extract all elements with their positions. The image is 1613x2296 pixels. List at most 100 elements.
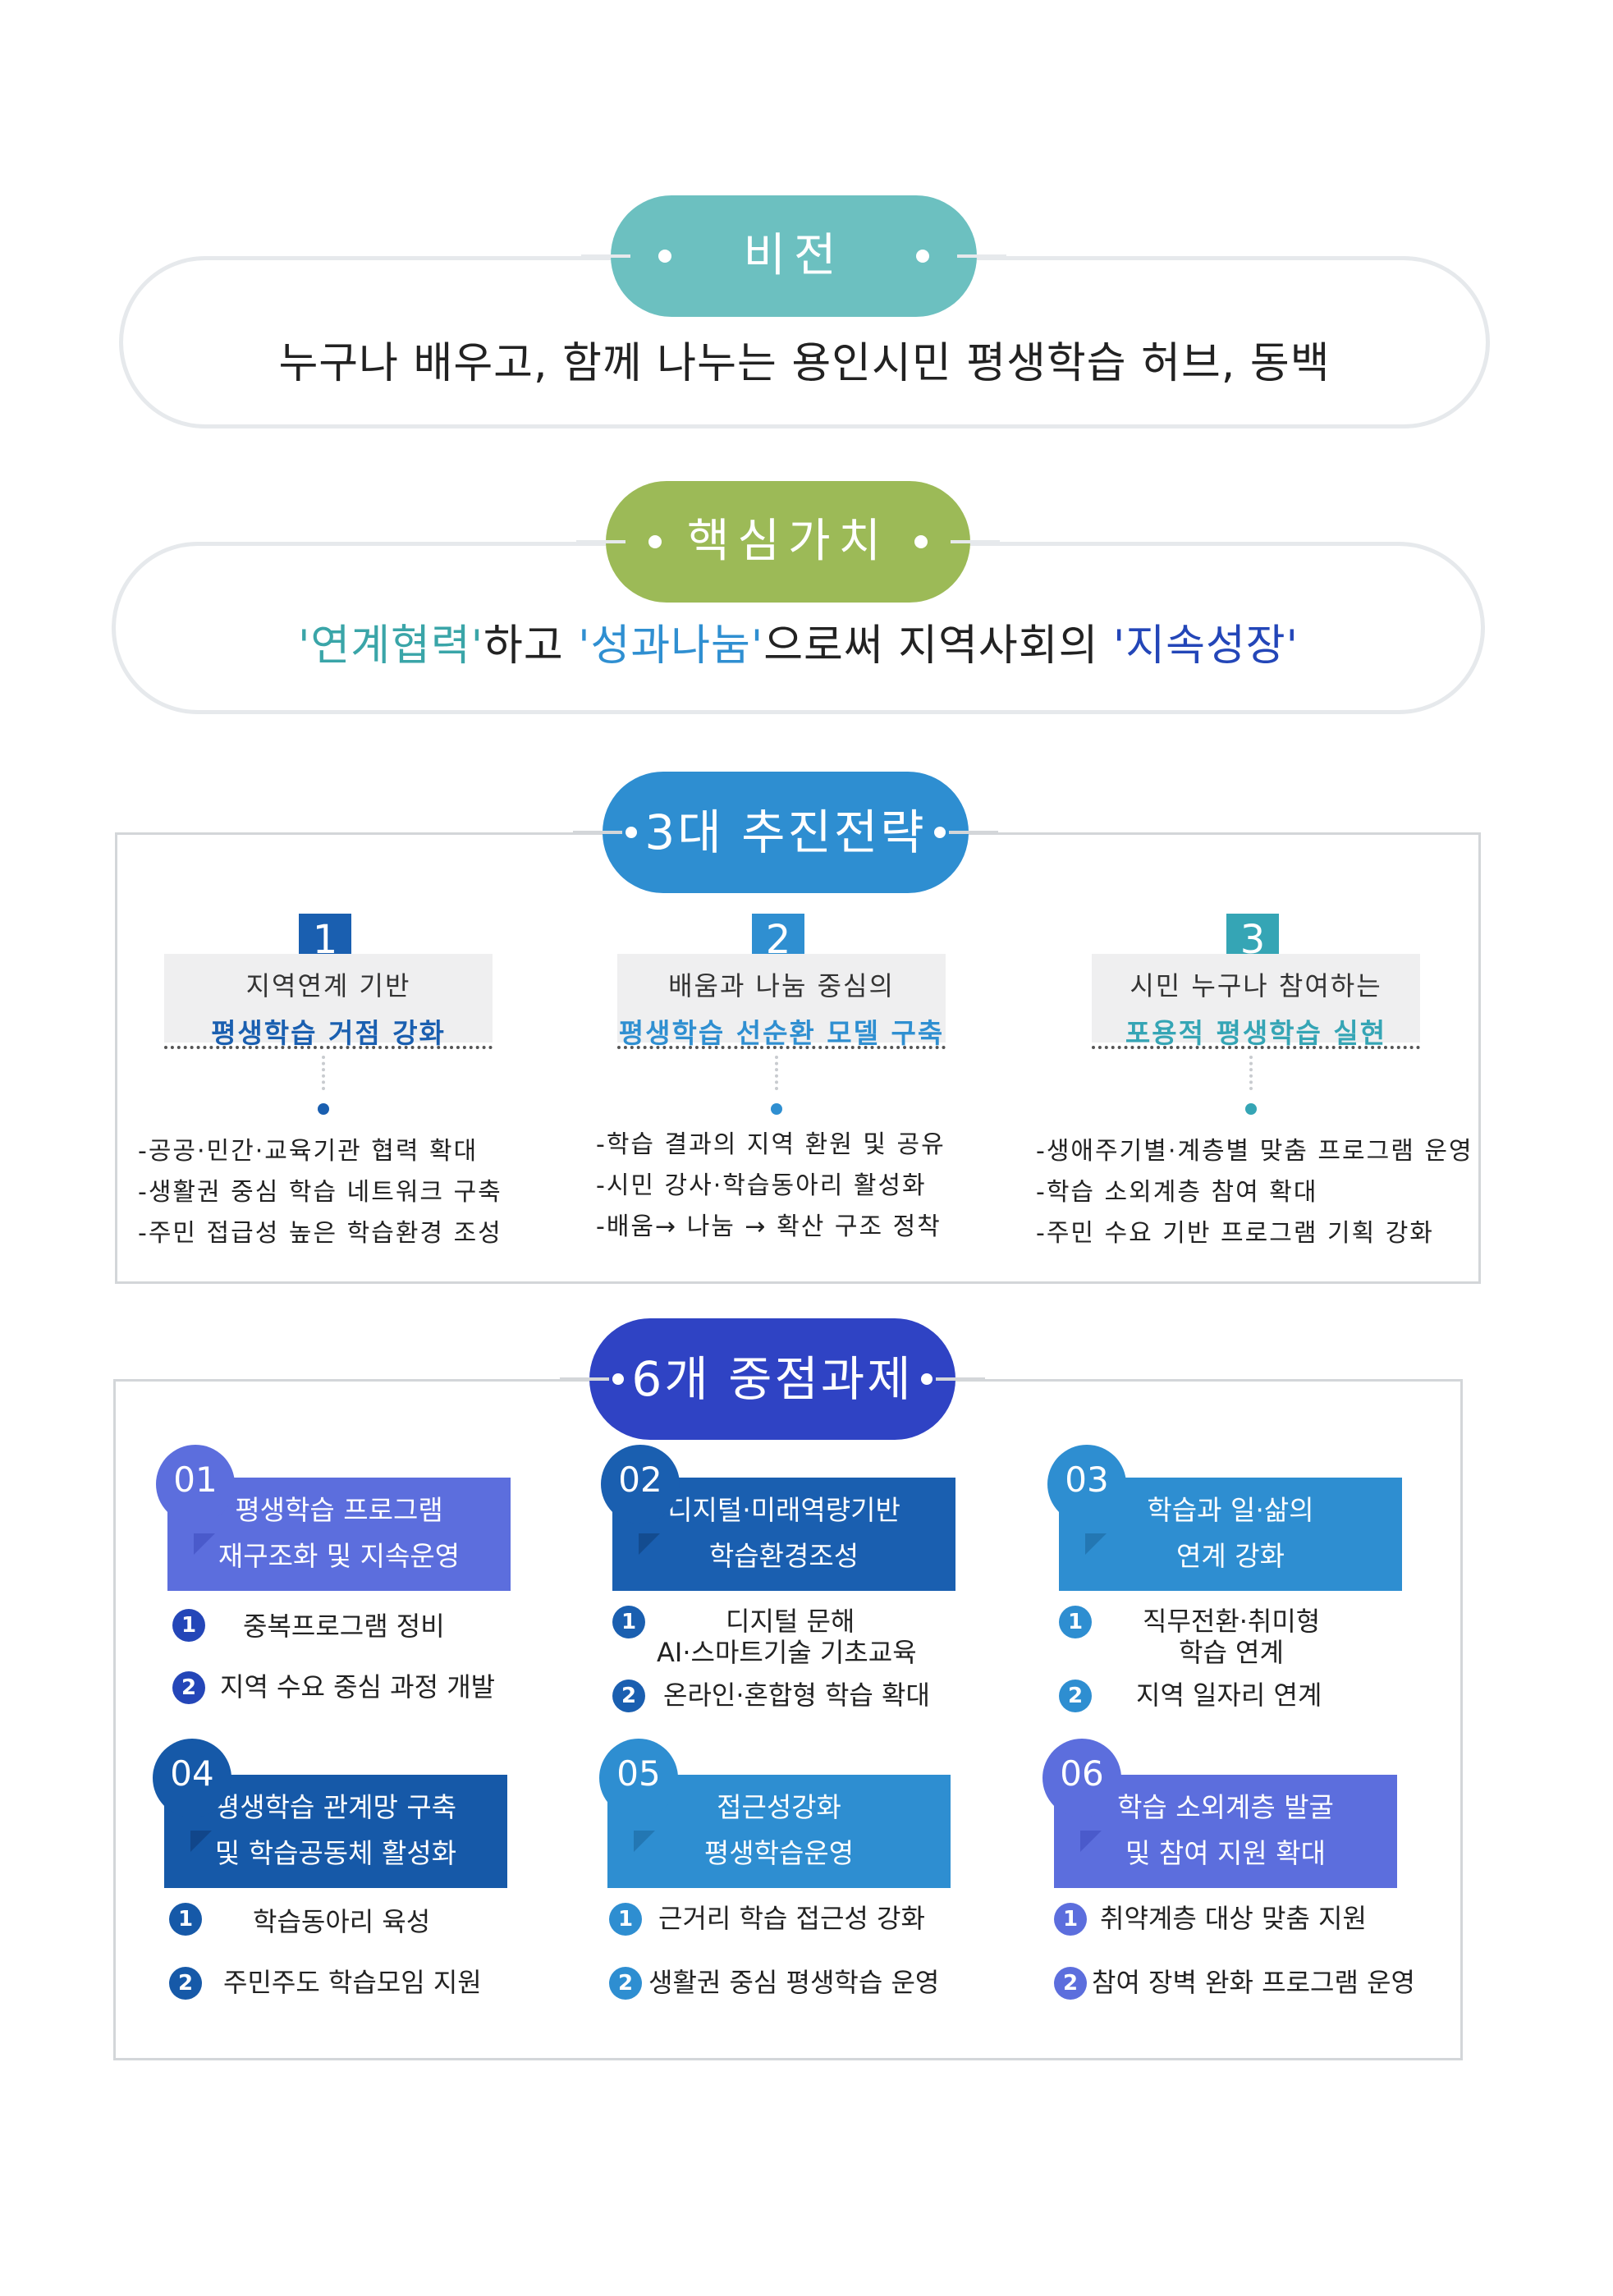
tasks-badge: 6개 중점과제	[560, 1318, 985, 1440]
task-05-number: 05	[599, 1739, 678, 1817]
task-01-sub-1-dot: 1	[172, 1609, 205, 1642]
task-04-sub-1-dot: 1	[169, 1903, 202, 1936]
task-06-sub-1-dot: 1	[1054, 1903, 1087, 1936]
core-value-1: '연계협력'	[298, 621, 484, 671]
strategy-1-bullet: -공공·민간·교육기관 협력 확대	[138, 1137, 479, 1166]
vision-text: 누구나 배우고, 함께 나누는 용인시민 평생학습 허브, 동백	[278, 339, 1331, 388]
core-values-badge: 핵심가치	[576, 481, 1000, 603]
tasks-right-dot	[921, 1373, 933, 1385]
task-06-title2: 및 참여 지원 확대	[1125, 1837, 1326, 1869]
strategy-1-connector-end	[318, 1103, 329, 1115]
core-values-right-dot	[914, 535, 928, 548]
strategy-3-bullet: -생애주기별·계층별 맞춤 프로그램 운영	[1036, 1137, 1473, 1166]
strategy-2-divider	[617, 1046, 946, 1049]
task-03-sub-1-line1: 직무전환·취미형	[1143, 1606, 1321, 1637]
task-05-sub-1: 근거리 학습 접근성 강화	[658, 1903, 925, 1934]
strategy-1-divider	[164, 1046, 493, 1049]
strategy-3-divider	[1092, 1046, 1420, 1049]
strategy-2-line1: 배움과 나눔 중심의	[668, 970, 895, 1001]
strategies-left-dot	[625, 827, 637, 838]
task-03-title2: 연계 강화	[1176, 1540, 1285, 1572]
core-value-2: '성과나눔'	[578, 621, 764, 671]
strategy-3-bullets: -생애주기별·계층별 맞춤 프로그램 운영 -학습 소외계층 참여 확대 -주민…	[1036, 1131, 1473, 1254]
task-03-sub-2: 지역 일자리 연계	[1136, 1680, 1322, 1711]
strategy-1-bullet: -주민 접급성 높은 학습환경 조성	[138, 1219, 502, 1248]
task-03-title1: 학습과 일·삶의	[1147, 1494, 1314, 1526]
task-04-title1: 평생학습 관계망 구축	[214, 1791, 457, 1823]
core-values-text: '연계협력'하고 '성과나눔'으로써 지역사회의 '지속성장'	[116, 611, 1481, 672]
strategy-2-bullets: -학습 결과의 지역 환원 및 공유 -시민 강사·학습동아리 활성화 -배움→…	[596, 1125, 946, 1248]
task-01-tail	[194, 1533, 215, 1555]
task-03-sub-1-line2: 학습 연계	[1179, 1637, 1284, 1668]
core-values-left-dot	[648, 535, 662, 548]
task-05-sub-2-dot: 2	[609, 1967, 642, 2000]
strategy-2-connector-end	[771, 1103, 782, 1115]
task-04-sub-2-dot: 2	[169, 1967, 202, 2000]
task-02-number: 02	[601, 1445, 680, 1524]
task-02-header: 디지털·미래역량기반 학습환경조성	[612, 1478, 955, 1591]
task-04-sub-1: 학습동아리 육성	[253, 1906, 431, 1937]
strategy-2-bullet: -학습 결과의 지역 환원 및 공유	[596, 1130, 946, 1159]
task-02-sub-1-line1: 디지털 문해	[726, 1606, 855, 1637]
task-01-title2: 재구조화 및 지속운영	[218, 1540, 461, 1572]
task-02-title2: 학습환경조성	[708, 1540, 859, 1572]
task-06-sub-2: 참여 장벽 완화 프로그램 운영	[1092, 1967, 1415, 1998]
task-05-title2: 평생학습운영	[703, 1837, 855, 1869]
task-02-tail	[639, 1533, 660, 1555]
strategies-badge: 3대 추진전략	[573, 772, 998, 893]
task-04-sub-2: 주민주도 학습모임 지원	[223, 1967, 482, 1998]
task-01-number: 01	[156, 1445, 235, 1524]
task-06-tail	[1080, 1831, 1102, 1852]
task-03-number: 03	[1047, 1445, 1126, 1524]
task-05-header: 접근성강화 평생학습운영	[607, 1775, 951, 1888]
task-06-title1: 학습 소외계층 발굴	[1117, 1791, 1334, 1823]
task-03-tail	[1085, 1533, 1107, 1555]
core-value-3: '지속성장'	[1112, 621, 1299, 671]
task-01-sub-2: 지역 수요 중심 과정 개발	[220, 1671, 496, 1703]
task-02-sub-1-line2: AI·스마트기술 기초교육	[657, 1637, 917, 1668]
strategies-label: 3대 추진전략	[644, 804, 927, 860]
core-values-connector-2: 으로써 지역사회의	[763, 621, 1113, 671]
tasks-label: 6개 중점과제	[631, 1351, 914, 1407]
strategy-2-header: 배움과 나눔 중심의 평생학습 선순환 모델 구축	[617, 954, 946, 1049]
strategy-3-bullet: -학습 소외계층 참여 확대	[1036, 1178, 1318, 1207]
strategy-2-connector	[775, 1056, 778, 1090]
task-04-tail	[190, 1831, 212, 1852]
vision-badge: 비전	[581, 195, 1006, 317]
task-04-header: 평생학습 관계망 구축 및 학습공동체 활성화	[164, 1775, 507, 1888]
task-06-sub-1: 취약계층 대상 맞춤 지원	[1100, 1903, 1367, 1934]
tasks-left-dot	[612, 1373, 624, 1385]
task-06-sub-2-dot: 2	[1054, 1967, 1087, 2000]
task-02-sub-1-dot: 1	[612, 1606, 645, 1638]
core-values-label: 핵심가치	[686, 515, 890, 568]
task-02-sub-2: 온라인·혼합형 학습 확대	[663, 1680, 930, 1711]
task-01-sub-2-dot: 2	[172, 1671, 205, 1704]
strategy-1-bullet: -생활권 중심 학습 네트워크 구축	[138, 1178, 502, 1207]
vision-label: 비전	[743, 229, 845, 282]
task-02-title1: 디지털·미래역량기반	[667, 1494, 900, 1526]
strategy-2-bullet: -시민 강사·학습동아리 활성화	[596, 1171, 927, 1200]
task-03-sub-2-dot: 2	[1059, 1680, 1092, 1712]
strategy-3-line1: 시민 누구나 참여하는	[1130, 970, 1382, 1001]
strategy-1-line1: 지역연계 기반	[245, 970, 411, 1001]
task-03-sub-1-dot: 1	[1059, 1606, 1092, 1638]
task-06-number: 06	[1042, 1739, 1121, 1817]
task-04-number: 04	[153, 1739, 231, 1817]
strategy-1-header: 지역연계 기반 평생학습 거점 강화	[164, 954, 493, 1049]
strategies-box	[115, 832, 1481, 1284]
strategy-3-connector-end	[1245, 1103, 1257, 1115]
task-01-title1: 평생학습 프로그램	[235, 1494, 443, 1526]
strategy-3-bullet: -주민 수요 기반 프로그램 기획 강화	[1036, 1219, 1434, 1248]
strategy-2-bullet: -배움→ 나눔 → 확산 구조 정착	[596, 1212, 942, 1241]
strategy-3-connector	[1249, 1056, 1253, 1090]
task-04-title2: 및 학습공동체 활성화	[214, 1837, 457, 1869]
task-05-sub-2: 생활권 중심 평생학습 운영	[648, 1967, 940, 1998]
task-05-sub-1-dot: 1	[609, 1903, 642, 1936]
task-01-sub-1: 중복프로그램 정비	[243, 1611, 445, 1642]
task-02-sub-2-dot: 2	[612, 1680, 645, 1712]
strategy-1-bullets: -공공·민간·교육기관 협력 확대 -생활권 중심 학습 네트워크 구축 -주민…	[138, 1131, 502, 1254]
vision-badge-left-dot	[658, 250, 671, 263]
strategy-2-line2: 평생학습 선순환 모델 구축	[618, 1017, 945, 1049]
strategy-1-line2: 평생학습 거점 강화	[211, 1017, 446, 1049]
task-05-title1: 접근성강화	[717, 1791, 841, 1823]
